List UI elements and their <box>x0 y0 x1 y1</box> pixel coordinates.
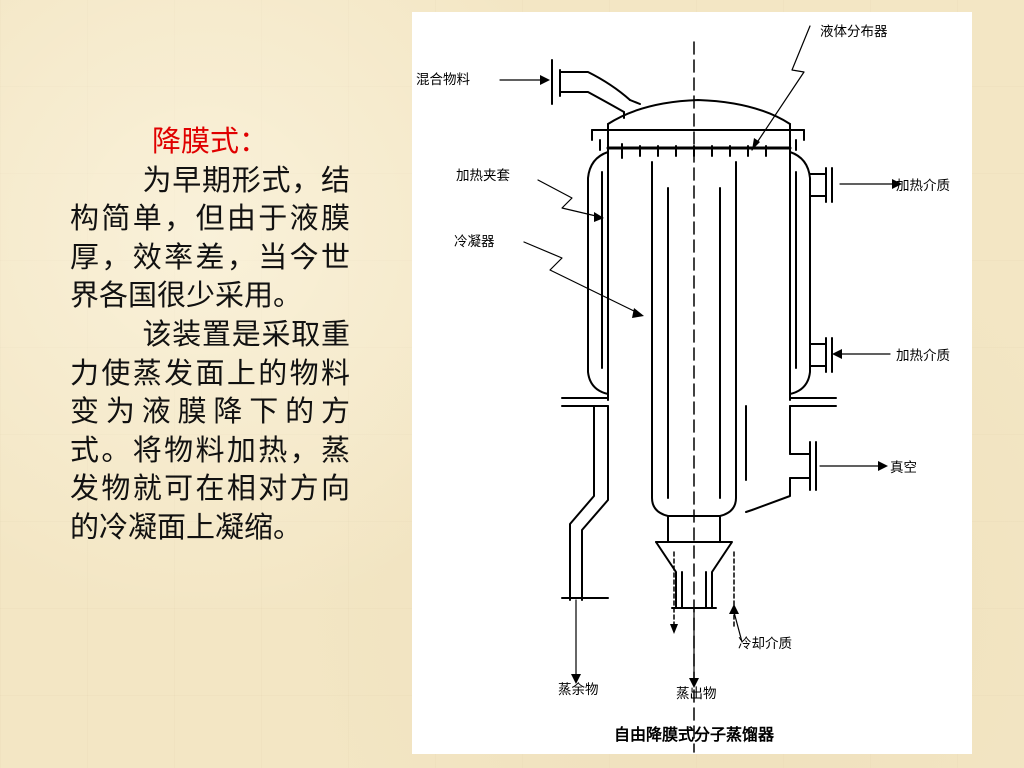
liquid-distributor <box>606 143 792 159</box>
label-coolant: 冷却介质 <box>738 636 792 652</box>
figure-caption: 自由降膜式分子蒸馏器 <box>614 725 775 744</box>
paragraph-2: 该装置是采取重力使蒸发面上的物料变为液膜降下的方式。将物料加热，蒸发物就可在相对… <box>70 316 350 544</box>
label-heat-top: 加热介质 <box>896 178 950 194</box>
heating-nozzle-bottom <box>809 337 833 373</box>
label-distributor: 液体分布器 <box>820 24 888 40</box>
label-feed: 混合物料 <box>416 72 470 88</box>
condenser-tube <box>651 41 737 753</box>
label-vacuum: 真空 <box>890 460 917 476</box>
lower-body <box>561 405 791 601</box>
feed-inlet-pipe <box>551 59 641 119</box>
condenser-outlet <box>655 515 735 629</box>
label-condenser: 冷凝器 <box>454 234 495 250</box>
heating-nozzle-top <box>809 167 833 203</box>
leader-lines <box>499 25 893 681</box>
label-jacket: 加热夹套 <box>456 168 510 184</box>
heating-jacket <box>587 129 811 401</box>
arrow-heads <box>540 75 902 688</box>
vacuum-port <box>789 441 817 491</box>
label-residue: 蒸余物 <box>558 681 599 698</box>
mid-flange <box>561 397 837 407</box>
paragraph-1: 为早期形式，结构简单，但由于液膜厚，效率差，当今世界各国很少采用。 <box>70 162 350 313</box>
figure-panel: 混合物料 液体分布器 加热夹套 冷凝器 加热介质 加热介质 真空 冷却介质 蒸余… <box>412 12 972 754</box>
label-heat-bottom: 加热介质 <box>896 348 950 364</box>
label-distillate: 蒸出物 <box>676 686 717 702</box>
slide-heading: 降膜式： <box>152 124 269 158</box>
distiller-diagram: 混合物料 液体分布器 加热夹套 冷凝器 加热介质 加热介质 真空 冷却介质 蒸余… <box>416 24 950 753</box>
top-head <box>591 99 805 151</box>
description-text: 降膜式： 为早期形式，结构简单，但由于液膜厚，效率差，当今世界各国很少采用。 该… <box>70 122 350 547</box>
